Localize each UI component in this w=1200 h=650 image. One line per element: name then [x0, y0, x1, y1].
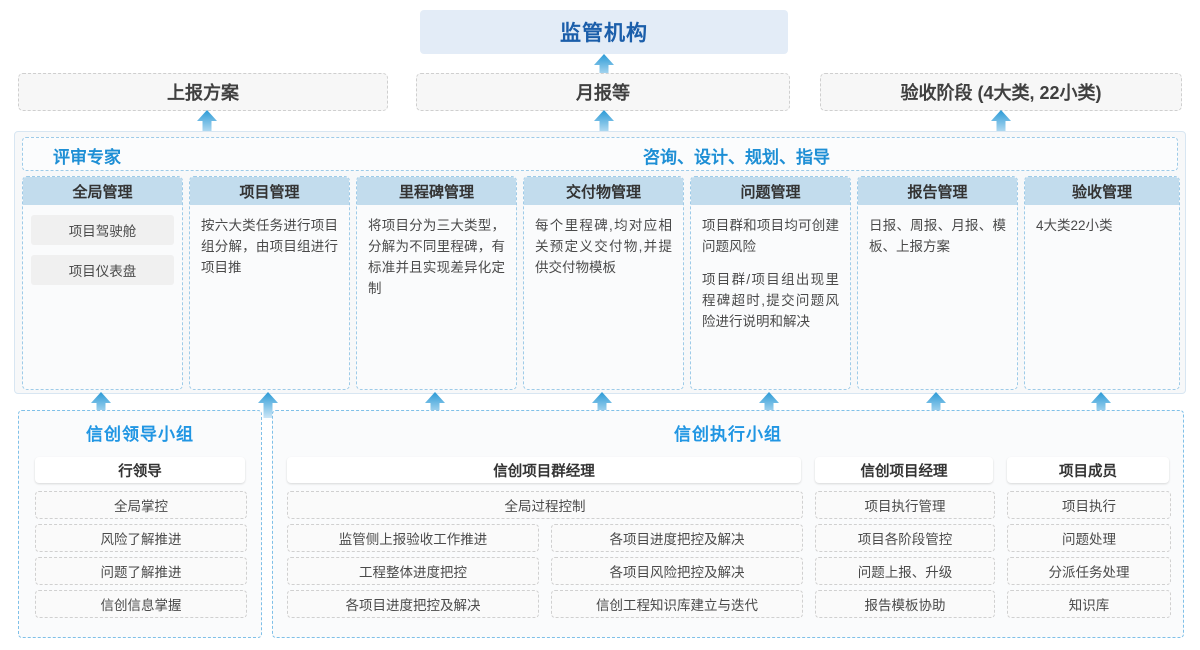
task-item[interactable]: 项目执行管理 [815, 491, 995, 519]
module-paragraph: 项目群/项目组出现里程碑超时,提交问题风险进行说明和解决 [702, 272, 839, 329]
task-item[interactable]: 风险了解推进 [35, 524, 247, 552]
module-paragraph: 按六大类任务进行项目组分解，由项目组进行项目推 [201, 218, 338, 275]
task-item[interactable]: 项目执行 [1007, 491, 1171, 519]
arrow-up-to-acceptance [990, 110, 1012, 136]
report-box-plan-label: 上报方案 [167, 83, 239, 103]
module-paragraph: 项目群和项目均可创建问题风险 [702, 218, 839, 254]
task-item[interactable]: 报告模板协助 [815, 590, 995, 618]
module-body-global: 项目驾驶舱 项目仪表盘 [23, 215, 182, 285]
group-execution: 信创执行小组 信创项目群经理 全局过程控制 监管侧上报验收工作推进 工程整体进度… [272, 410, 1184, 638]
task-item[interactable]: 问题处理 [1007, 524, 1171, 552]
arrow-up-to-global [90, 392, 112, 418]
module-paragraph: 日报、周报、月报、模板、上报方案 [869, 218, 1006, 254]
group-execution-title: 信创执行小组 [674, 425, 782, 444]
arrow-up-to-plan [196, 110, 218, 136]
module-paragraph: 每个里程碑,均对应相关预定义交付物,并提供交付物模板 [535, 218, 672, 275]
module-column-global[interactable]: 全局管理 项目驾驶舱 项目仪表盘 [22, 176, 183, 390]
module-column-project[interactable]: 项目管理 按六大类任务进行项目组分解，由项目组进行项目推 [189, 176, 350, 390]
module-column-issue[interactable]: 问题管理 项目群和项目均可创建问题风险 项目群/项目组出现里程碑超时,提交问题风… [690, 176, 851, 390]
report-box-plan[interactable]: 上报方案 [18, 73, 388, 111]
task-item[interactable]: 问题了解推进 [35, 557, 247, 585]
task-item[interactable]: 工程整体进度把控 [287, 557, 539, 585]
top-authority-label: 监管机构 [560, 22, 648, 45]
report-box-monthly[interactable]: 月报等 [416, 73, 790, 111]
arrow-up-to-project [257, 392, 279, 418]
module-body-issue: 项目群和项目均可创建问题风险 项目群/项目组出现里程碑超时,提交问题风险进行说明… [691, 205, 850, 332]
module-title-issue: 问题管理 [691, 177, 850, 205]
group-leadership-title: 信创领导小组 [86, 425, 194, 444]
consulting-label: 咨询、设计、规划、指导 [643, 147, 830, 167]
arrow-up-to-milestone [424, 392, 446, 418]
module-body-project: 按六大类任务进行项目组分解，由项目组进行项目推 [190, 205, 349, 278]
module-paragraph: 4大类22小类 [1036, 218, 1113, 233]
task-item[interactable]: 监管侧上报验收工作推进 [287, 524, 539, 552]
module-body-report: 日报、周报、月报、模板、上报方案 [858, 205, 1017, 257]
module-title-milestone: 里程碑管理 [357, 177, 516, 205]
role-program-manager[interactable]: 信创项目群经理 [287, 457, 801, 483]
role-project-manager[interactable]: 信创项目经理 [815, 457, 993, 483]
module-column-deliverable[interactable]: 交付物管理 每个里程碑,均对应相关预定义交付物,并提供交付物模板 [523, 176, 684, 390]
arrow-up-to-monthly [593, 110, 615, 136]
report-box-acceptance[interactable]: 验收阶段 (4大类, 22小类) [820, 73, 1182, 111]
arrow-up-to-report [925, 392, 947, 418]
module-body-acceptance: 4大类22小类 [1025, 205, 1179, 236]
module-paragraph: 将项目分为三大类型，分解为不同里程碑，有标准并且实现差异化定制 [368, 218, 505, 296]
task-item[interactable]: 分派任务处理 [1007, 557, 1171, 585]
task-item[interactable]: 知识库 [1007, 590, 1171, 618]
task-item[interactable]: 信创信息掌握 [35, 590, 247, 618]
module-body-milestone: 将项目分为三大类型，分解为不同里程碑，有标准并且实现差异化定制 [357, 205, 516, 299]
module-pill[interactable]: 项目仪表盘 [31, 255, 174, 285]
module-body-deliverable: 每个里程碑,均对应相关预定义交付物,并提供交付物模板 [524, 205, 683, 278]
module-title-deliverable: 交付物管理 [524, 177, 683, 205]
module-column-report[interactable]: 报告管理 日报、周报、月报、模板、上报方案 [857, 176, 1018, 390]
task-item[interactable]: 各项目进度把控及解决 [551, 524, 803, 552]
arrow-up-to-issue [758, 392, 780, 418]
report-box-monthly-label: 月报等 [576, 83, 630, 103]
module-column-milestone[interactable]: 里程碑管理 将项目分为三大类型，分解为不同里程碑，有标准并且实现差异化定制 [356, 176, 517, 390]
task-item[interactable]: 信创工程知识库建立与迭代 [551, 590, 803, 618]
task-item[interactable]: 各项目进度把控及解决 [287, 590, 539, 618]
task-item[interactable]: 全局掌控 [35, 491, 247, 519]
review-experts-label: 评审专家 [53, 147, 121, 167]
task-item[interactable]: 全局过程控制 [287, 491, 803, 519]
arrow-up-to-deliverable [591, 392, 613, 418]
arrow-up-to-acceptance-module [1090, 392, 1112, 418]
task-item[interactable]: 项目各阶段管控 [815, 524, 995, 552]
module-column-acceptance[interactable]: 验收管理 4大类22小类 [1024, 176, 1180, 390]
module-title-acceptance: 验收管理 [1025, 177, 1179, 205]
role-bank-leader[interactable]: 行领导 [35, 457, 245, 483]
role-project-member[interactable]: 项目成员 [1007, 457, 1169, 483]
platform-band-header: 评审专家 咨询、设计、规划、指导 [22, 137, 1178, 171]
module-title-report: 报告管理 [858, 177, 1017, 205]
top-authority-box: 监管机构 [420, 10, 788, 54]
module-pill[interactable]: 项目驾驶舱 [31, 215, 174, 245]
task-item[interactable]: 各项目风险把控及解决 [551, 557, 803, 585]
group-leadership: 信创领导小组 行领导 全局掌控 风险了解推进 问题了解推进 信创信息掌握 [18, 410, 262, 638]
report-box-acceptance-label: 验收阶段 (4大类, 22小类) [900, 83, 1102, 103]
arrow-up-to-authority [593, 54, 615, 80]
module-title-global: 全局管理 [23, 177, 182, 205]
task-item[interactable]: 问题上报、升级 [815, 557, 995, 585]
module-title-project: 项目管理 [190, 177, 349, 205]
